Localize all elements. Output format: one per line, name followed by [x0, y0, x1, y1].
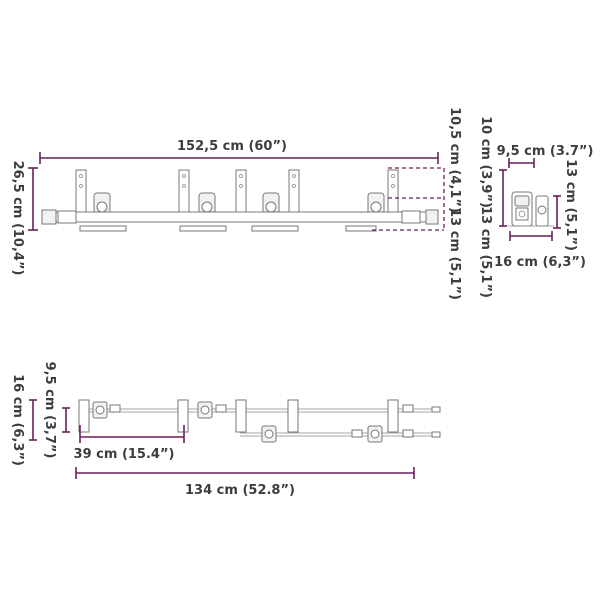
top-length-dimension: 152,5 cm (60”)	[39, 139, 439, 164]
hanger-detail-box	[372, 167, 445, 231]
bottom-spacing-dimension: 39 cm (15.4”)	[74, 425, 185, 462]
top-height-dimension: 26,5 cm (10,4”)	[10, 161, 38, 276]
side-depth-label: 9,5 cm (3.7”)	[497, 144, 594, 159]
rail-end-left	[41, 209, 57, 225]
hanger-dimensions: 10,5 cm (4,1”) 13 cm (5,1”)	[447, 107, 462, 300]
bottom-height-dimensions: 16 cm (6,3”) 9,5 cm (3,7”)	[10, 362, 70, 466]
hanger-lower-label: 13 cm (5,1”)	[447, 208, 462, 300]
bottom-length-dimension: 134 cm (52.8”)	[75, 467, 415, 498]
side-view-dimensions: 9,5 cm (3.7”) 10 cm (3,9”) 13 cm (5,1”) …	[478, 116, 593, 298]
bottom-rail-drawing	[78, 399, 441, 443]
top-height-label: 26,5 cm (10,4”)	[10, 161, 25, 276]
rail	[43, 211, 437, 223]
side-top-label: 10 cm (3,9”)	[478, 116, 493, 208]
floor-guides	[79, 225, 377, 232]
top-rail-drawing	[41, 169, 439, 232]
bottom-height-b-label: 9,5 cm (3,7”)	[42, 362, 57, 459]
side-lower-label: 13 cm (5,1”)	[478, 206, 493, 298]
top-length-label: 152,5 cm (60”)	[177, 139, 287, 154]
side-width-label: 16 cm (6,3”)	[494, 255, 586, 270]
side-view-drawing	[499, 158, 561, 241]
hanger-upper-label: 10,5 cm (4,1”)	[447, 107, 462, 213]
bottom-length-label: 134 cm (52.8”)	[185, 483, 295, 498]
hanger-straps	[75, 169, 399, 217]
rail-end-right	[425, 209, 439, 225]
bottom-height-a-label: 16 cm (6,3”)	[10, 374, 25, 466]
bottom-spacing-label: 39 cm (15.4”)	[74, 447, 175, 462]
side-right-label: 13 cm (5,1”)	[563, 159, 578, 251]
